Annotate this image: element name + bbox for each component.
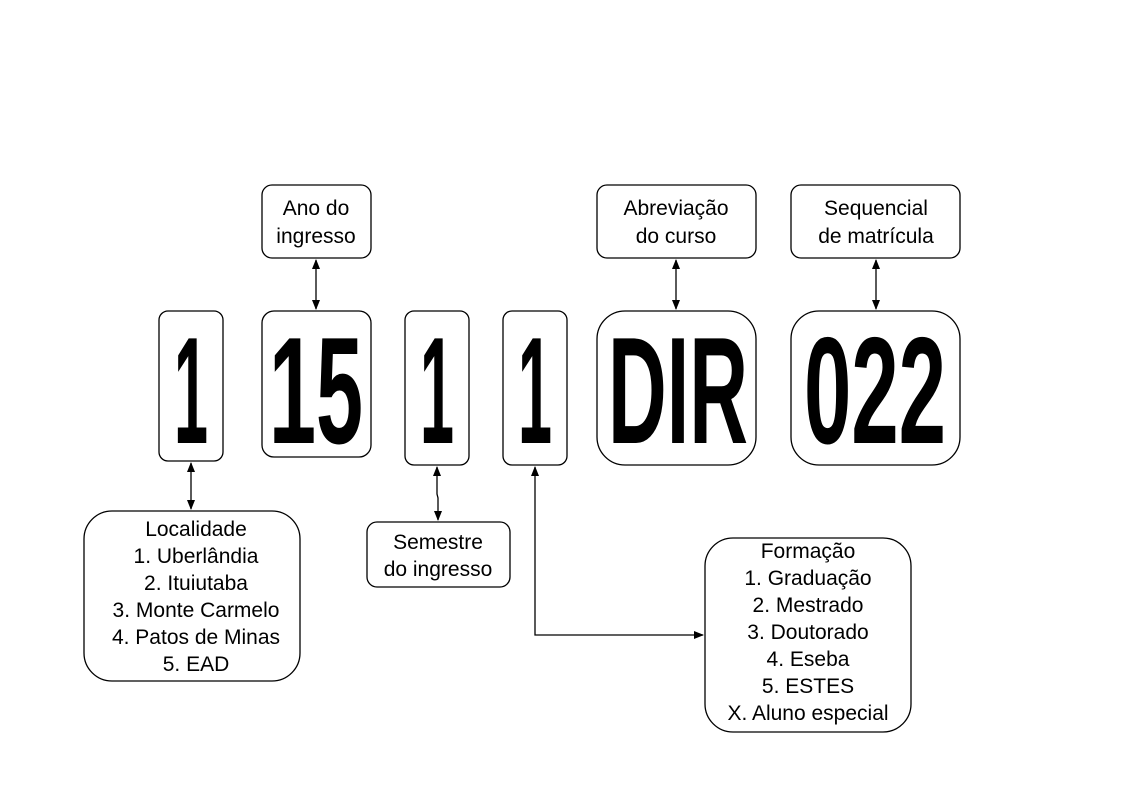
label-line: Abreviação (623, 197, 728, 220)
localidade-item: 5. EAD (163, 653, 230, 676)
label-sequencial: Sequencial de matrícula (790, 184, 961, 259)
formacao-item: 3. Doutorado (747, 621, 868, 644)
formacao-item: 2. Mestrado (753, 594, 864, 617)
localidade-item: 2. Ituiutaba (144, 572, 248, 595)
localidade-box: Localidade 1. Uberlândia 2. Ituiutaba 3.… (83, 510, 301, 682)
segment-sequencial: 022 (790, 306, 961, 476)
segment-curso: DIR (596, 306, 757, 476)
formacao-box: Formação 1. Graduação 2. Mestrado 3. Dou… (704, 537, 912, 733)
segment-text: 15 (269, 306, 363, 476)
segment-text: 022 (804, 306, 946, 476)
localidade-item: 1. Uberlândia (134, 545, 259, 568)
segment-ano: 15 (261, 306, 372, 476)
label-abreviacao: Abreviação do curso (596, 184, 757, 259)
label-line: Semestre (393, 531, 483, 554)
label-line: do curso (636, 225, 717, 248)
segment-text: 1 (174, 306, 208, 476)
formacao-item: 1. Graduação (744, 567, 871, 590)
formacao-connector (531, 466, 704, 639)
formacao-title: Formação (761, 540, 856, 563)
semestre-box: Semestre do ingresso (366, 521, 511, 588)
segment-semestre: 1 (404, 306, 470, 476)
segment-text: 1 (420, 306, 454, 476)
label-ano: Ano do ingresso (261, 184, 372, 259)
label-line: de matrícula (818, 225, 934, 248)
formacao-item: X. Aluno especial (727, 702, 888, 725)
segment-text: 1 (518, 306, 552, 476)
localidade-title: Localidade (145, 518, 247, 541)
semestre-connector (433, 466, 442, 521)
segment-formacao: 1 (502, 306, 568, 476)
localidade-item: 4. Patos de Minas (112, 626, 280, 649)
segment-localidade: 1 (158, 306, 224, 476)
label-line: do ingresso (384, 558, 493, 581)
label-line: Sequencial (824, 197, 928, 220)
formacao-item: 5. ESTES (762, 675, 854, 698)
formacao-item: 4. Eseba (767, 648, 850, 671)
label-line: ingresso (276, 225, 355, 248)
label-line: Ano do (283, 197, 350, 220)
segment-text: DIR (608, 306, 748, 476)
localidade-item: 3. Monte Carmelo (113, 599, 280, 622)
